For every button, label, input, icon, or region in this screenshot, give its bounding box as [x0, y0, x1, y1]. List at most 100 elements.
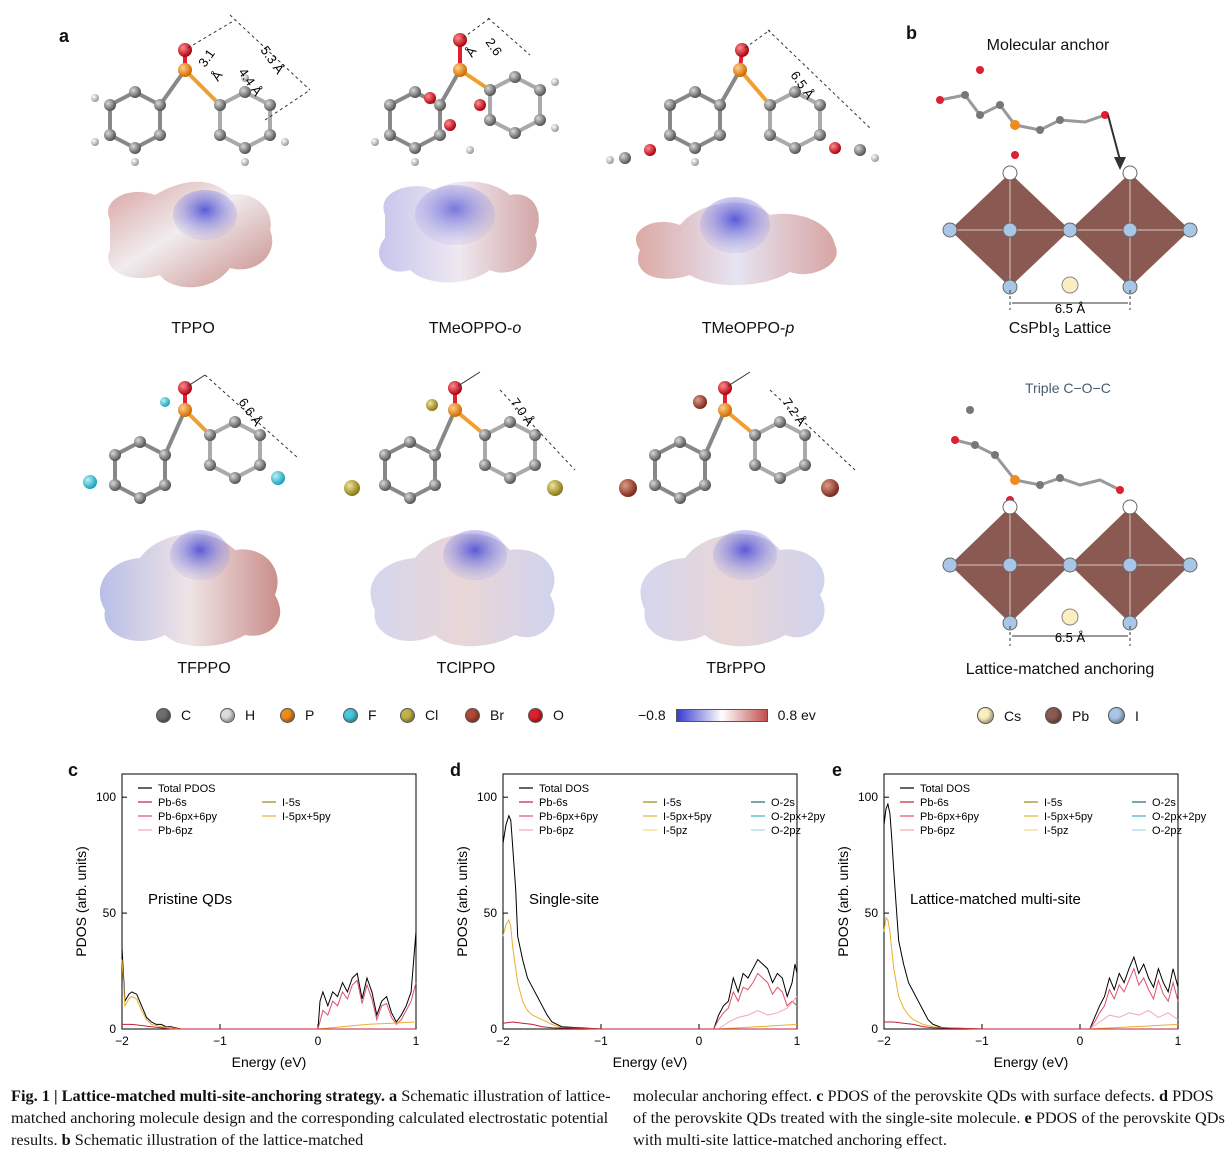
- atom-p-swatch: [280, 707, 295, 723]
- y-axis-label: PDOS (arb. units): [454, 846, 470, 956]
- series-line-pb-6pz: [1089, 1009, 1179, 1030]
- caption-ref-b: b: [61, 1130, 71, 1149]
- legend-atom-h: H: [220, 707, 255, 723]
- tclppo-structure: [344, 371, 576, 504]
- y-tick-label: 100: [858, 790, 878, 804]
- legend-label: Pb-6s: [920, 797, 949, 809]
- legend-label: I-5px+5py: [663, 811, 712, 823]
- legend-atom-o: O: [528, 707, 564, 723]
- lattice-lower: [942, 499, 1198, 646]
- legend-label: Pb-6px+6py: [920, 811, 980, 823]
- panel-label-a: a: [59, 26, 70, 46]
- lattice-matched-anchoring-title: Lattice-matched anchoring: [965, 661, 1155, 678]
- x-axis-label: Energy (eV): [994, 1054, 1069, 1070]
- legend-label: I-5px+5py: [1044, 811, 1093, 823]
- x-tick-label: 1: [794, 1034, 801, 1048]
- molecule-name-tfppo: TFPPO: [177, 660, 231, 677]
- y-tick-label: 50: [865, 906, 879, 920]
- molecule-name-tppo: TPPO: [171, 320, 215, 337]
- legend-label: Pb-6s: [539, 797, 568, 809]
- legend-label: Total DOS: [920, 783, 970, 795]
- figure-caption-left: Fig. 1 | Lattice-matched multi-site-anch…: [11, 1085, 611, 1151]
- x-tick-label: 0: [696, 1034, 703, 1048]
- y-axis-label: PDOS (arb. units): [73, 846, 89, 956]
- y-tick-label: 0: [490, 1022, 497, 1036]
- x-tick-label: −2: [115, 1034, 129, 1048]
- esp-surface-tclppo: [370, 530, 555, 647]
- series-line-pb-6pz: [718, 996, 798, 1030]
- tmeoppo-o-distance: 2.6: [483, 35, 506, 58]
- x-tick-label: −2: [496, 1034, 510, 1048]
- caption-right-text-4: PDOS of the perovskite QDs with multi-si…: [633, 1108, 1225, 1149]
- legend-label: O-2s: [1152, 797, 1176, 809]
- x-tick-label: −2: [877, 1034, 891, 1048]
- series-line-pb-6s: [502, 1021, 797, 1030]
- series-line-pb-6px-6py: [713, 972, 798, 1030]
- legend-label: I-5s: [663, 797, 682, 809]
- atom-cl-swatch: [400, 707, 415, 723]
- tppo-distance-a: 3.1: [195, 46, 218, 69]
- x-tick-label: 1: [1175, 1034, 1182, 1048]
- esp-surface-tbrppo: [640, 530, 825, 647]
- y-tick-label: 50: [103, 906, 117, 920]
- lattice-label: CsPbI3 Lattice: [1008, 320, 1112, 341]
- chart-annotation: Single-site: [529, 891, 599, 908]
- caption-left-text-1: Schematic illustration of lattice-matche…: [11, 1086, 611, 1149]
- y-tick-label: 0: [109, 1022, 116, 1036]
- legend-i: I: [1108, 707, 1139, 724]
- legend-label: I-5pz: [663, 825, 687, 837]
- legend-atom-f: F: [343, 707, 377, 723]
- atom-c-swatch: [156, 707, 171, 723]
- lattice-spacing-lower: 6.5 Å: [1055, 630, 1086, 645]
- esp-min-label: −0.8: [638, 707, 666, 723]
- panel-label-c: c: [68, 760, 79, 780]
- series-line-total-dos: [502, 814, 798, 1030]
- tppo-distance-a-unit: Å: [208, 68, 225, 84]
- legend-cs: Cs: [977, 707, 1021, 724]
- atom-o-swatch: [528, 707, 543, 723]
- molecule-name-tmeoppo-p: TMeOPPO-p: [701, 320, 795, 337]
- legend-label: O-2s: [771, 797, 795, 809]
- y-tick-label: 0: [871, 1022, 878, 1036]
- x-tick-label: 0: [1077, 1034, 1084, 1048]
- caption-ref-a: a: [389, 1086, 398, 1105]
- caption-left-text-2: Schematic illustration of the lattice-ma…: [70, 1130, 364, 1149]
- legend-atom-p: P: [280, 707, 314, 723]
- legend-label: Total PDOS: [158, 783, 215, 795]
- esp-max-label: 0.8 ev: [777, 707, 816, 723]
- legend-label: I-5pz: [1044, 825, 1068, 837]
- legend-label: Pb-6px+6py: [158, 811, 218, 823]
- tbrppo-structure: [619, 371, 856, 504]
- series-line-pb-6s: [884, 1021, 1178, 1030]
- legend-label: Pb-6pz: [920, 825, 955, 837]
- y-tick-label: 100: [96, 790, 116, 804]
- series-line-total-dos: [883, 802, 1179, 1030]
- esp-surface-tmeoppo-p: [635, 197, 837, 286]
- legend-label: O-2px+2py: [771, 811, 826, 823]
- legend-label: I-5s: [282, 797, 301, 809]
- x-axis-label: Energy (eV): [232, 1054, 307, 1070]
- esp-gradient-bar: [675, 708, 768, 722]
- legend-label: Total DOS: [539, 783, 589, 795]
- series-line-pb-6px-6py: [1089, 967, 1179, 1030]
- legend-label: O-2px+2py: [1152, 811, 1207, 823]
- series-line-total-pdos: [121, 931, 417, 1030]
- series-line-i-5px-5py: [883, 916, 1179, 1030]
- panel-label-b: b: [906, 23, 917, 43]
- x-axis-label: Energy (eV): [613, 1054, 688, 1070]
- molecule-name-tmeoppo-o: TMeOPPO-o: [428, 320, 522, 337]
- esp-colorbar: −0.8 0.8 ev: [638, 707, 816, 723]
- lattice-upper: [942, 165, 1198, 310]
- anchor-molecule-lower: [951, 406, 1124, 504]
- lattice-spacing-upper: 6.5 Å: [1055, 301, 1086, 316]
- caption-ref-e: e: [1024, 1108, 1032, 1127]
- caption-right-text-1: molecular anchoring effect.: [633, 1086, 817, 1105]
- pb-swatch: [1045, 707, 1062, 724]
- atom-h-swatch: [220, 707, 235, 723]
- x-tick-label: −1: [975, 1034, 989, 1048]
- caption-right-text-2: PDOS of the perovskite QDs with surface …: [823, 1086, 1159, 1105]
- legend-label: I-5px+5py: [282, 811, 331, 823]
- molecular-anchor-title: Molecular anchor: [986, 37, 1110, 54]
